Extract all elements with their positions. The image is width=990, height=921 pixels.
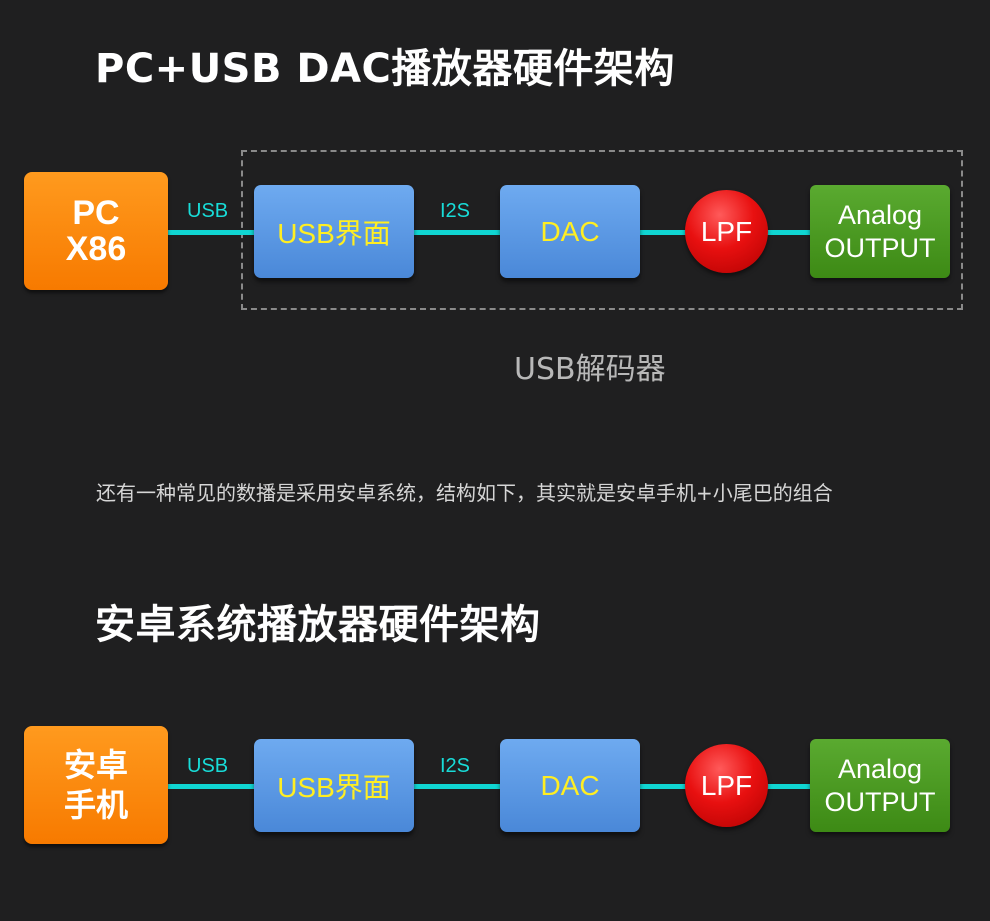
analog-output-block: Analog OUTPUT xyxy=(810,739,950,832)
lpf-block: LPF xyxy=(685,190,768,273)
diagram-android-player: USB I2S 安卓 手机 USB界面 DAC LPF Analog OUTPU… xyxy=(0,720,990,880)
source-line-1: 安卓 xyxy=(63,747,128,783)
title-android-player: 安卓系统播放器硬件架构 xyxy=(95,602,541,648)
dac-block: DAC xyxy=(500,739,640,832)
android-phone-source-block: 安卓 手机 xyxy=(24,726,168,844)
diagram-pc-usb-dac: USB I2S PC X86 USB界面 DAC LPF Analog OUTP… xyxy=(0,150,990,310)
source-line-2: 手机 xyxy=(63,787,128,823)
analog-output-block: Analog OUTPUT xyxy=(810,185,950,278)
lpf-block: LPF xyxy=(685,744,768,827)
usb-link-line xyxy=(168,784,256,789)
output-line-1: Analog xyxy=(837,199,923,230)
description-paragraph: 还有一种常见的数播是采用安卓系统，结构如下，其实就是安卓手机+小尾巴的组合 xyxy=(96,481,833,505)
i2s-link-line xyxy=(412,784,504,789)
title-pc-usb-dac: PC+USB DAC播放器硬件架构 xyxy=(95,46,675,92)
lpf-output-line xyxy=(764,784,814,789)
usb-link-label: USB xyxy=(187,755,229,777)
usb-interface-block: USB界面 xyxy=(254,185,414,278)
usb-interface-block: USB界面 xyxy=(254,739,414,832)
output-line-2: OUTPUT xyxy=(824,786,936,817)
dac-lpf-line xyxy=(638,784,690,789)
usb-link-label: USB xyxy=(187,200,229,222)
lpf-output-line xyxy=(764,230,814,235)
usb-link-line xyxy=(168,230,256,235)
usb-decoder-label: USB解码器 xyxy=(514,352,666,387)
i2s-link-label: I2S xyxy=(440,200,471,222)
dac-block: DAC xyxy=(500,185,640,278)
dac-lpf-line xyxy=(638,230,690,235)
output-line-2: OUTPUT xyxy=(824,232,936,263)
source-line-1: PC xyxy=(72,194,120,232)
i2s-link-label: I2S xyxy=(440,755,471,777)
i2s-link-line xyxy=(412,230,504,235)
output-line-1: Analog xyxy=(837,753,923,784)
source-line-2: X86 xyxy=(65,230,127,268)
pc-source-block: PC X86 xyxy=(24,172,168,290)
